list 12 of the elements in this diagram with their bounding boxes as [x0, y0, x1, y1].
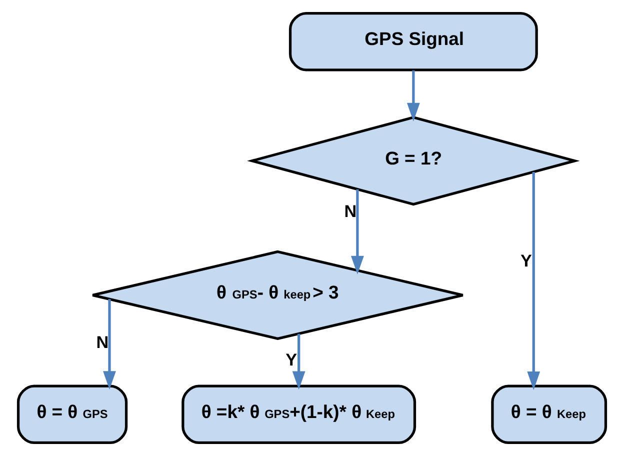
- arrow: [292, 334, 305, 390]
- arrow: [526, 172, 540, 390]
- node-diamond: G = 1?: [246, 116, 580, 206]
- edge-label: Y: [520, 251, 532, 270]
- arrow: [406, 70, 420, 122]
- node-box: θ = θ GPS: [16, 384, 128, 444]
- node-box: θ = θ Keep: [490, 384, 607, 444]
- arrow: [350, 189, 364, 274]
- edge-label: Y: [285, 350, 297, 370]
- arrow: [102, 299, 116, 390]
- node-box: θ =k* θ GPS+(1-k)* θ Keep: [181, 384, 416, 444]
- node-box: GPS Signal: [288, 12, 538, 72]
